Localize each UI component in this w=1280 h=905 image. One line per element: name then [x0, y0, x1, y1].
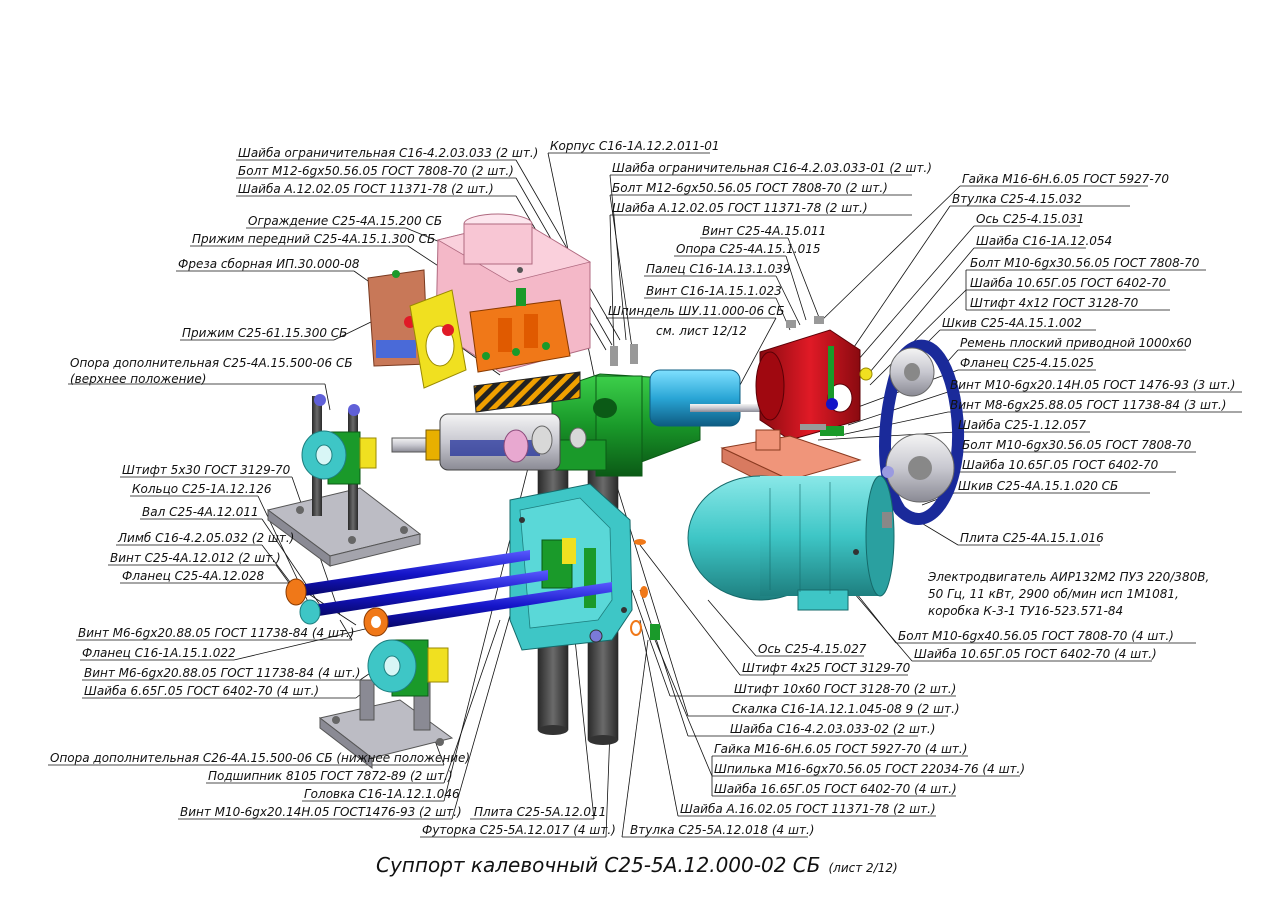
- upper-support-assembly: [266, 394, 422, 567]
- label-shaiba-1665: Шайба 16.65Г.05 ГОСТ 6402-70 (4 шт.): [714, 782, 957, 796]
- label-shaiba-1065-1: Шайба 10.65Г.05 ГОСТ 6402-70: [970, 276, 1167, 290]
- front-clamp: [367, 269, 467, 389]
- small-fasteners: [610, 316, 826, 640]
- label-vtulka-15032: Втулка С25-4.15.032: [952, 192, 1082, 206]
- label-bolt-m12-right: Болт М12-6gх50.56.05 ГОСТ 7808-70 (2 шт.…: [612, 181, 888, 195]
- label-shtift-10x60: Штифт 10х60 ГОСТ 3128-70 (2 шт.): [734, 682, 957, 696]
- label-flanec-15025: Фланец С25-4.15.025: [960, 356, 1094, 370]
- milling-cutter: [391, 371, 587, 471]
- label-shaiba-1-12057: Шайба С25-1.12.057: [958, 418, 1086, 432]
- label-freza: Фреза сборная ИП.30.000-08: [178, 257, 360, 271]
- label-kolco: Кольцо С25-1А.12.126: [132, 482, 272, 496]
- label-shaiba-033-02: Шайба С16-4.2.03.033-02 (2 шт.): [730, 722, 936, 736]
- label-vtulka-5a: Втулка С25-5А.12.018 (4 шт.): [630, 823, 815, 837]
- label-val: Вал С25-4А.12.011: [142, 505, 259, 519]
- label-shtift-5x30: Штифт 5х30 ГОСТ 3129-70: [122, 463, 291, 477]
- carriage-block: [509, 483, 633, 651]
- label-sm-list: см. лист 12/12: [656, 324, 747, 338]
- label-shkiv-1002: Шкив С25-4А.15.1.002: [942, 316, 1082, 330]
- label-vint-m10-left: Винт М10-6gх20.14Н.05 ГОСТ1476-93 (2 шт.…: [180, 805, 462, 819]
- label-flanec-16: Фланец С16-1А.15.1.022: [82, 646, 236, 660]
- label-shaiba-1065-2: Шайба 10.65Г.05 ГОСТ 6402-70: [962, 458, 1159, 472]
- lower-support-assembly: [318, 639, 454, 770]
- label-plita-1016: Плита С25-4А.15.1.016: [960, 531, 1104, 545]
- label-elektrodvigatel-1: Электродвигатель АИР132М2 ПУЗ 220/380В,: [928, 570, 1210, 584]
- label-opora-15015: Опора С25-4А.15.1.015: [676, 242, 821, 256]
- label-limb: Лимб С16-4.2.05.032 (2 шт.): [118, 531, 295, 545]
- label-plita-5a: Плита С25-5А.12.011: [474, 805, 607, 819]
- label-shaiba-ogranichitelnaya: Шайба ограничительная С16-4.2.03.033 (2 …: [238, 146, 539, 160]
- label-gaika-m16: Гайка М16-6Н.6.05 ГОСТ 5927-70: [962, 172, 1170, 186]
- drawing-title-main: Суппорт калевочный С25-5А.12.000-02 СБ: [376, 853, 821, 877]
- label-os-15027: Ось С25-4.15.027: [758, 642, 867, 656]
- label-ograzhdenie: Ограждение С25-4А.15.200 СБ: [248, 214, 443, 228]
- label-remen: Ремень плоский приводной 1000х60: [960, 336, 1192, 350]
- label-bolt-m10-40: Болт М10-6gх40.56.05 ГОСТ 7808-70 (4 шт.…: [898, 629, 1174, 643]
- label-shtift-4x25: Штифт 4х25 ГОСТ 3129-70: [742, 661, 911, 675]
- label-bolt-m10-30-2: Болт М10-6gх30.56.05 ГОСТ 7808-70: [962, 438, 1192, 452]
- label-vint-m10-right: Винт М10-6gх20.14Н.05 ГОСТ 1476-93 (3 шт…: [950, 378, 1236, 392]
- label-shpilka: Шпилька М16-6gх70.56.05 ГОСТ 22034-76 (4…: [714, 762, 1026, 776]
- label-flanec-4a12: Фланец С25-4А.12.028: [122, 569, 265, 583]
- label-shaiba-a12-left: Шайба А.12.02.05 ГОСТ 11371-78 (2 шт.): [238, 182, 494, 196]
- drawing-title: Суппорт калевочный С25-5А.12.000-02 СБ (л…: [376, 853, 898, 877]
- label-shaiba-1065-4: Шайба 10.65Г.05 ГОСТ 6402-70 (4 шт.): [914, 647, 1157, 661]
- label-vint-4a12: Винт С25-4А.12.012 (2 шт.): [110, 551, 281, 565]
- label-prizhim-61: Прижим С25-61.15.300 СБ: [182, 326, 348, 340]
- label-skalka: Скалка С16-1А.12.1.045-08 9 (2 шт.): [732, 702, 960, 716]
- label-shaiba-ogr-01: Шайба ограничительная С16-4.2.03.033-01 …: [612, 161, 932, 175]
- label-vint-m6-2: Винт М6-6gх20.88.05 ГОСТ 11738-84 (4 шт.…: [84, 666, 361, 680]
- label-shaiba-665: Шайба 6.65Г.05 ГОСТ 6402-70 (4 шт.): [84, 684, 320, 698]
- red-pulley-housing: [755, 329, 873, 441]
- label-golovka: Головка С16-1А.12.1.046: [304, 787, 460, 801]
- label-os-15031: Ось С25-4.15.031: [976, 212, 1085, 226]
- label-prizhim-peredniy: Прижим передний С25-4А.15.1.300 СБ: [192, 232, 436, 246]
- belt-drive: [879, 339, 965, 525]
- label-shkiv-1020: Шкив С25-4А.15.1.020 СБ: [958, 479, 1119, 493]
- label-opora-verkhnee-pos: (верхнее положение): [70, 372, 207, 386]
- label-vint-m6-1: Винт М6-6gх20.88.05 ГОСТ 11738-84 (4 шт.…: [78, 626, 355, 640]
- label-podshipnik: Подшипник 8105 ГОСТ 7872-89 (2 шт.): [208, 769, 453, 783]
- label-vint-15011: Винт С25-4А.15.011: [702, 224, 827, 238]
- drawing-sheet-number: (лист 2/12): [828, 861, 898, 875]
- label-elektrodvigatel-3: коробка К-3-1 ТУ16-523.571-84: [928, 604, 1124, 618]
- label-bolt-m10-30: Болт М10-6gх30.56.05 ГОСТ 7808-70: [970, 256, 1200, 270]
- label-opora-nizhnee: Опора дополнительная С26-4А.15.500-06 СБ…: [50, 751, 471, 765]
- horizontal-rods: [285, 550, 612, 637]
- label-vint-m8: Винт М8-6gх25.88.05 ГОСТ 11738-84 (3 шт.…: [950, 398, 1227, 412]
- label-futorka: Футорка С25-5А.12.017 (4 шт.): [422, 823, 616, 837]
- label-shaiba-a16: Шайба А.16.02.05 ГОСТ 11371-78 (2 шт.): [680, 802, 936, 816]
- label-gaika-m16-4: Гайка М16-6Н.6.05 ГОСТ 5927-70 (4 шт.): [714, 742, 968, 756]
- electric-motor: [687, 429, 895, 611]
- label-shpindel: Шпиндель ШУ.11.000-06 СБ: [608, 304, 785, 318]
- label-elektrodvigatel-2: 50 Гц, 11 кВт, 2900 об/мин исп 1М1081,: [928, 587, 1179, 601]
- label-palec: Палец С16-1А.13.1.039: [646, 262, 791, 276]
- label-opora-verkhnee: Опора дополнительная С25-4А.15.500-06 СБ: [70, 356, 353, 370]
- label-korpus: Корпус С16-1А.12.2.011-01: [550, 139, 720, 153]
- orange-clamp: [469, 288, 571, 373]
- label-shaiba-16-12054: Шайба С16-1А.12.054: [976, 234, 1113, 248]
- label-shaiba-a12-right: Шайба А.12.02.05 ГОСТ 11371-78 (2 шт.): [612, 201, 868, 215]
- label-vint-16: Винт С16-1А.15.1.023: [646, 284, 782, 298]
- label-shtift-4x12: Штифт 4х12 ГОСТ 3128-70: [970, 296, 1139, 310]
- label-bolt-m12-left: Болт М12-6gх50.56.05 ГОСТ 7808-70 (2 шт.…: [238, 164, 514, 178]
